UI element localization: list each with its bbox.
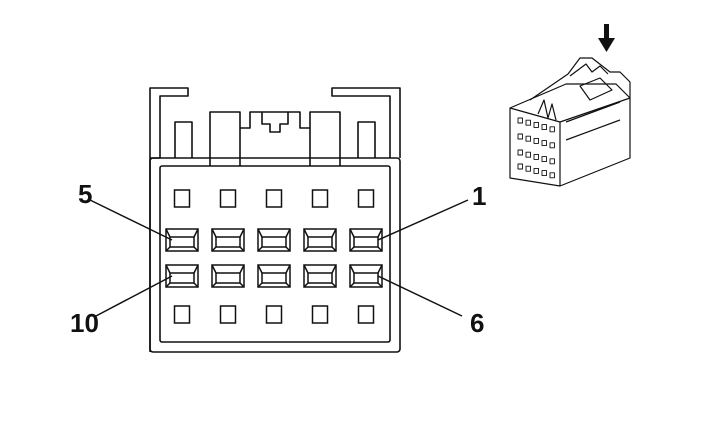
- terminal: [257, 228, 291, 252]
- terminal: [349, 228, 383, 252]
- pin-label-1: 1: [472, 181, 487, 211]
- cavity: [311, 189, 329, 208]
- iso-cavity: [525, 119, 531, 126]
- cavity: [219, 305, 237, 324]
- terminal: [349, 264, 383, 288]
- leader-line-pin-10: [95, 275, 173, 317]
- cavity: [173, 189, 191, 208]
- terminal: [165, 264, 199, 288]
- down-arrow-icon: [598, 24, 615, 52]
- connector-3d-view-icon: [509, 57, 631, 187]
- iso-cavity: [533, 167, 539, 174]
- lower-terminal-row: [165, 264, 383, 288]
- latch: [209, 111, 341, 166]
- iso-cavity: [549, 142, 555, 149]
- iso-cavity: [525, 135, 531, 142]
- connector-inner-frame: [159, 165, 391, 343]
- lower-cavity-row: [173, 305, 375, 324]
- terminal: [303, 228, 337, 252]
- cavity: [265, 189, 283, 208]
- cavity: [219, 189, 237, 208]
- leader-line-pin-6: [377, 275, 463, 317]
- iso-cavity: [517, 149, 523, 156]
- iso-cavity: [517, 117, 523, 124]
- iso-cavity: [549, 158, 555, 165]
- leader-line-pin-1: [377, 199, 469, 241]
- connector-right-outline: [331, 87, 401, 158]
- side-rib-left: [174, 121, 193, 158]
- terminal: [211, 264, 245, 288]
- leader-line-pin-5: [89, 199, 173, 241]
- iso-cavity: [549, 172, 555, 179]
- pin-label-5: 5: [78, 179, 93, 209]
- terminal: [257, 264, 291, 288]
- side-rib-right: [357, 121, 376, 158]
- cavity: [311, 305, 329, 324]
- iso-cavity: [541, 156, 547, 163]
- iso-cavity: [533, 121, 539, 128]
- connector-outline: [149, 87, 189, 352]
- iso-cavity: [517, 133, 523, 140]
- cavity: [173, 305, 191, 324]
- cavity: [357, 305, 375, 324]
- terminal: [211, 228, 245, 252]
- iso-cavity: [541, 140, 547, 147]
- terminal: [165, 228, 199, 252]
- iso-cavity: [533, 153, 539, 160]
- iso-cavity: [517, 163, 523, 170]
- iso-cavity: [533, 137, 539, 144]
- latch-tab: [261, 112, 289, 133]
- iso-cavity: [541, 124, 547, 131]
- terminal: [303, 264, 337, 288]
- iso-cavity: [525, 165, 531, 172]
- iso-cavity: [525, 151, 531, 158]
- pin-label-6: 6: [470, 308, 485, 338]
- connector-housing: [149, 157, 401, 353]
- cavity: [265, 305, 283, 324]
- iso-cavity: [549, 126, 555, 133]
- upper-terminal-row: [165, 228, 383, 252]
- cavity: [357, 189, 375, 208]
- upper-cavity-row: [173, 189, 375, 208]
- pin-label-10: 10: [70, 308, 99, 338]
- iso-cavity: [541, 170, 547, 177]
